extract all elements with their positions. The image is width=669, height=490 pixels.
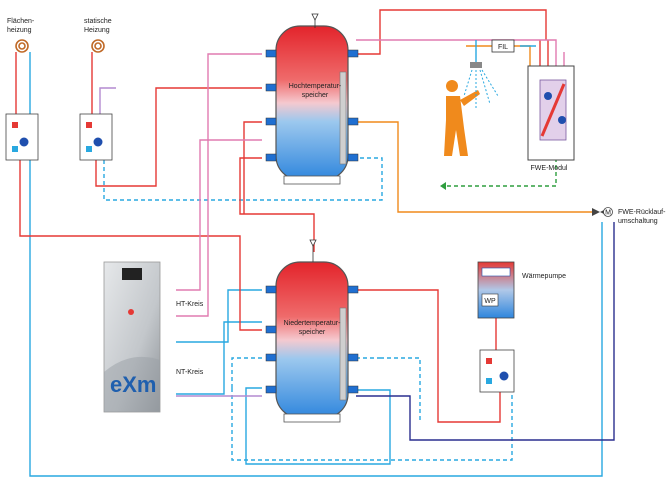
fwe-green-dashed-pipe [446,158,557,187]
nt-bottom-navy-pipe [356,222,615,441]
nt-tank: Niedertemperatur- speicher [275,261,349,423]
nt-circuit-label: NT-Kreis [176,369,204,376]
ht-side-feed-pipe [243,121,262,214]
nt-sensor-pipe [176,321,262,395]
ht-circuit-label: HT-Kreis [176,301,204,308]
ht-tank-label-1: Hochtemperatur- [289,83,342,90]
ht-tank: Hochtemperatur- speicher [275,25,349,185]
heat-pump-flow-pipe [356,289,501,423]
ht-tank-label-2: speicher [302,92,329,99]
pump-icon [93,137,103,147]
floor-heating-label-2: heizung [7,27,32,34]
pump-icon [558,116,566,124]
floor-heating-supply-pipe [19,160,262,331]
exm-logo: eXm [110,372,156,397]
shower-head-icon [463,62,499,108]
shower-person-icon [444,80,480,156]
nt-dashed-inner [380,357,421,420]
pipes [15,9,615,477]
nt-dashed-return [231,357,513,461]
static-lilac-pipe [99,87,116,116]
fwe-return-label-2: umschaltung [618,218,658,225]
exm-cabinet: eXm [103,261,161,413]
static-heating-label-2: Heizung [84,27,110,34]
green-arrow-icon [440,182,446,190]
ht-bottom-to-nt-top-pipe [239,157,315,252]
filter-box: FIL [491,39,515,53]
fwe-module-label: FWE-Modul [531,165,568,172]
static-heating-pump-station [79,113,113,161]
fwe-hot-pipe [539,40,549,66]
ht-circuit-pink-return [176,139,262,291]
floor-heating-coil-icon [15,39,29,53]
static-heating-label-1: statische [84,18,112,25]
floor-heating-pump-station [5,113,39,161]
pump-icon [19,137,29,147]
ht-circuit-return-pipe [176,289,262,343]
filter-label: FIL [498,44,508,51]
heat-pump-station [479,349,515,393]
pump-icon [499,371,509,381]
fwe-pink-pipe [356,39,557,66]
ht-top-to-shower-pipe [356,9,547,55]
static-heating-supply-pipe [95,87,262,187]
vent-icons [309,13,319,262]
nt-tank-label-1: Niedertemperatur- [284,320,341,327]
tank-connectors [265,49,359,394]
heat-pump-label: Wärmepumpe [522,273,566,280]
fwe-module [527,65,575,161]
heat-pump-badge: WP [484,298,496,305]
heat-pump: WP [477,261,515,319]
ht-dashed-return [103,157,383,201]
ht-circuit-pink-pipe [176,53,262,317]
static-heating-coil-icon [91,39,105,53]
motor-valve-icon: M [592,207,613,217]
motor-valve-label: M [605,210,611,217]
fwe-orange-return-pipe [356,121,594,213]
shower-cold-pipe [475,40,536,62]
floor-heating-label-1: Flächen- [7,18,35,25]
nt-tank-label-2: speicher [299,329,326,336]
nt-tank-return-pipe [245,387,391,465]
fwe-return-label-1: FWE-Rücklauf- [618,209,666,216]
pump-icon [544,92,552,100]
floor-heating-return-pipe [29,52,603,477]
